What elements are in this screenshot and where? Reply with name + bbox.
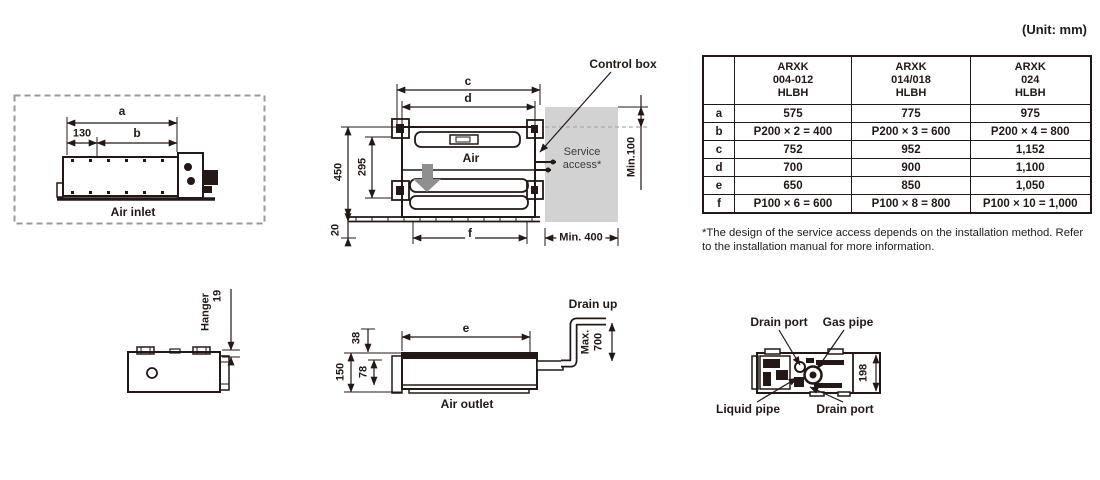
air-outlet-title: Air outlet <box>440 397 494 411</box>
table-cell: P100 × 6 = 600 <box>734 194 852 214</box>
table-row-c: c 752 952 1,152 <box>702 140 1091 159</box>
piping-end-view-drawing <box>751 329 881 403</box>
control-box-label: Control box <box>589 57 657 71</box>
table-cell: 752 <box>734 140 852 159</box>
service-access-line2: access* <box>562 159 602 171</box>
table-cell: P100 × 8 = 800 <box>851 194 971 214</box>
table-cell: 1,100 <box>970 158 1091 177</box>
table-cell: P200 × 2 = 400 <box>734 122 852 141</box>
air-label: Air <box>462 151 480 165</box>
liquid-pipe-label: Liquid pipe <box>716 402 780 416</box>
table-cell: 850 <box>851 176 971 195</box>
dim-label-a: a <box>118 104 126 118</box>
table-row-e: e 650 850 1,050 <box>702 176 1091 195</box>
table-cell: 700 <box>734 158 852 177</box>
table-cell: P200 × 3 = 600 <box>851 122 971 141</box>
service-access-footnote: *The design of the service access depend… <box>702 227 1084 254</box>
hanger-detail-drawing <box>127 289 240 393</box>
air-outlet-drawing <box>344 317 616 394</box>
dim-label-295: 295 <box>356 157 369 177</box>
service-access-area <box>545 107 618 222</box>
table-cell: 1,050 <box>970 176 1091 195</box>
max-label: Max. <box>579 329 592 355</box>
top-view-drawing <box>341 71 648 247</box>
dim-label-19: 19 <box>211 289 224 303</box>
dimension-table: ARXK 004-012 HLBH ARXK 014/018 HLBH ARXK… <box>702 55 1092 214</box>
table-row-a: a 575 775 975 <box>702 104 1091 123</box>
drain-port-bottom-label: Drain port <box>816 402 874 416</box>
table-cell: 775 <box>851 104 971 123</box>
min-100-label: Min.100 <box>625 136 638 178</box>
dim-label-198: 198 <box>857 363 870 383</box>
dim-label-c: c <box>464 74 472 88</box>
dim-label-78: 78 <box>357 365 370 379</box>
service-access-line1: Service <box>563 146 601 158</box>
dim-label-b: b <box>133 126 141 140</box>
air-flow-arrow-icon <box>413 164 441 192</box>
table-cell: 650 <box>734 176 852 195</box>
hanger-label: Hanger <box>199 293 212 331</box>
dim-label-450: 450 <box>332 162 345 182</box>
min-400-label: Min. 400 <box>556 232 606 244</box>
dim-label-20: 20 <box>329 223 342 237</box>
table-cell: 900 <box>851 158 971 177</box>
air-inlet-drawing <box>13 94 266 225</box>
dim-label-38: 38 <box>350 331 363 345</box>
table-cell: 575 <box>734 104 852 123</box>
drain-port-top-label: Drain port <box>750 315 808 329</box>
table-row-d: d 700 900 1,100 <box>702 158 1091 177</box>
table-row-f: f P100 × 6 = 600 P100 × 8 = 800 P100 × 1… <box>702 194 1091 214</box>
table-row-b: b P200 × 2 = 400 P200 × 3 = 600 P200 × 4… <box>702 122 1091 141</box>
air-inlet-title: Air inlet <box>110 205 156 219</box>
table-cell: P200 × 4 = 800 <box>970 122 1091 141</box>
drain-up-label: Drain up <box>568 297 618 311</box>
unit-note: (Unit: mm) <box>1022 22 1087 37</box>
table-header-model-2: ARXK 014/018 HLBH <box>851 55 971 105</box>
dashed-frame <box>13 94 266 225</box>
table-cell: 975 <box>970 104 1091 123</box>
table-header-model-3: ARXK 024 HLBH <box>970 55 1091 105</box>
table-cell: 1,152 <box>970 140 1091 159</box>
max-value-label: 700 <box>592 332 605 352</box>
table-header-model-1: ARXK 004-012 HLBH <box>734 55 852 105</box>
dim-label-f: f <box>465 227 475 239</box>
gas-pipe-label: Gas pipe <box>822 315 874 329</box>
table-cell: 952 <box>851 140 971 159</box>
dim-label-130: 130 <box>72 127 92 140</box>
table-cell: P100 × 10 = 1,000 <box>970 194 1091 214</box>
dim-label-d: d <box>464 91 472 105</box>
table-corner-cell <box>702 55 735 105</box>
dim-label-150: 150 <box>334 362 347 382</box>
service-access-label: Service access* <box>563 146 602 172</box>
table-header-row: ARXK 004-012 HLBH ARXK 014/018 HLBH ARXK… <box>702 55 1091 105</box>
dim-label-e: e <box>462 321 470 335</box>
